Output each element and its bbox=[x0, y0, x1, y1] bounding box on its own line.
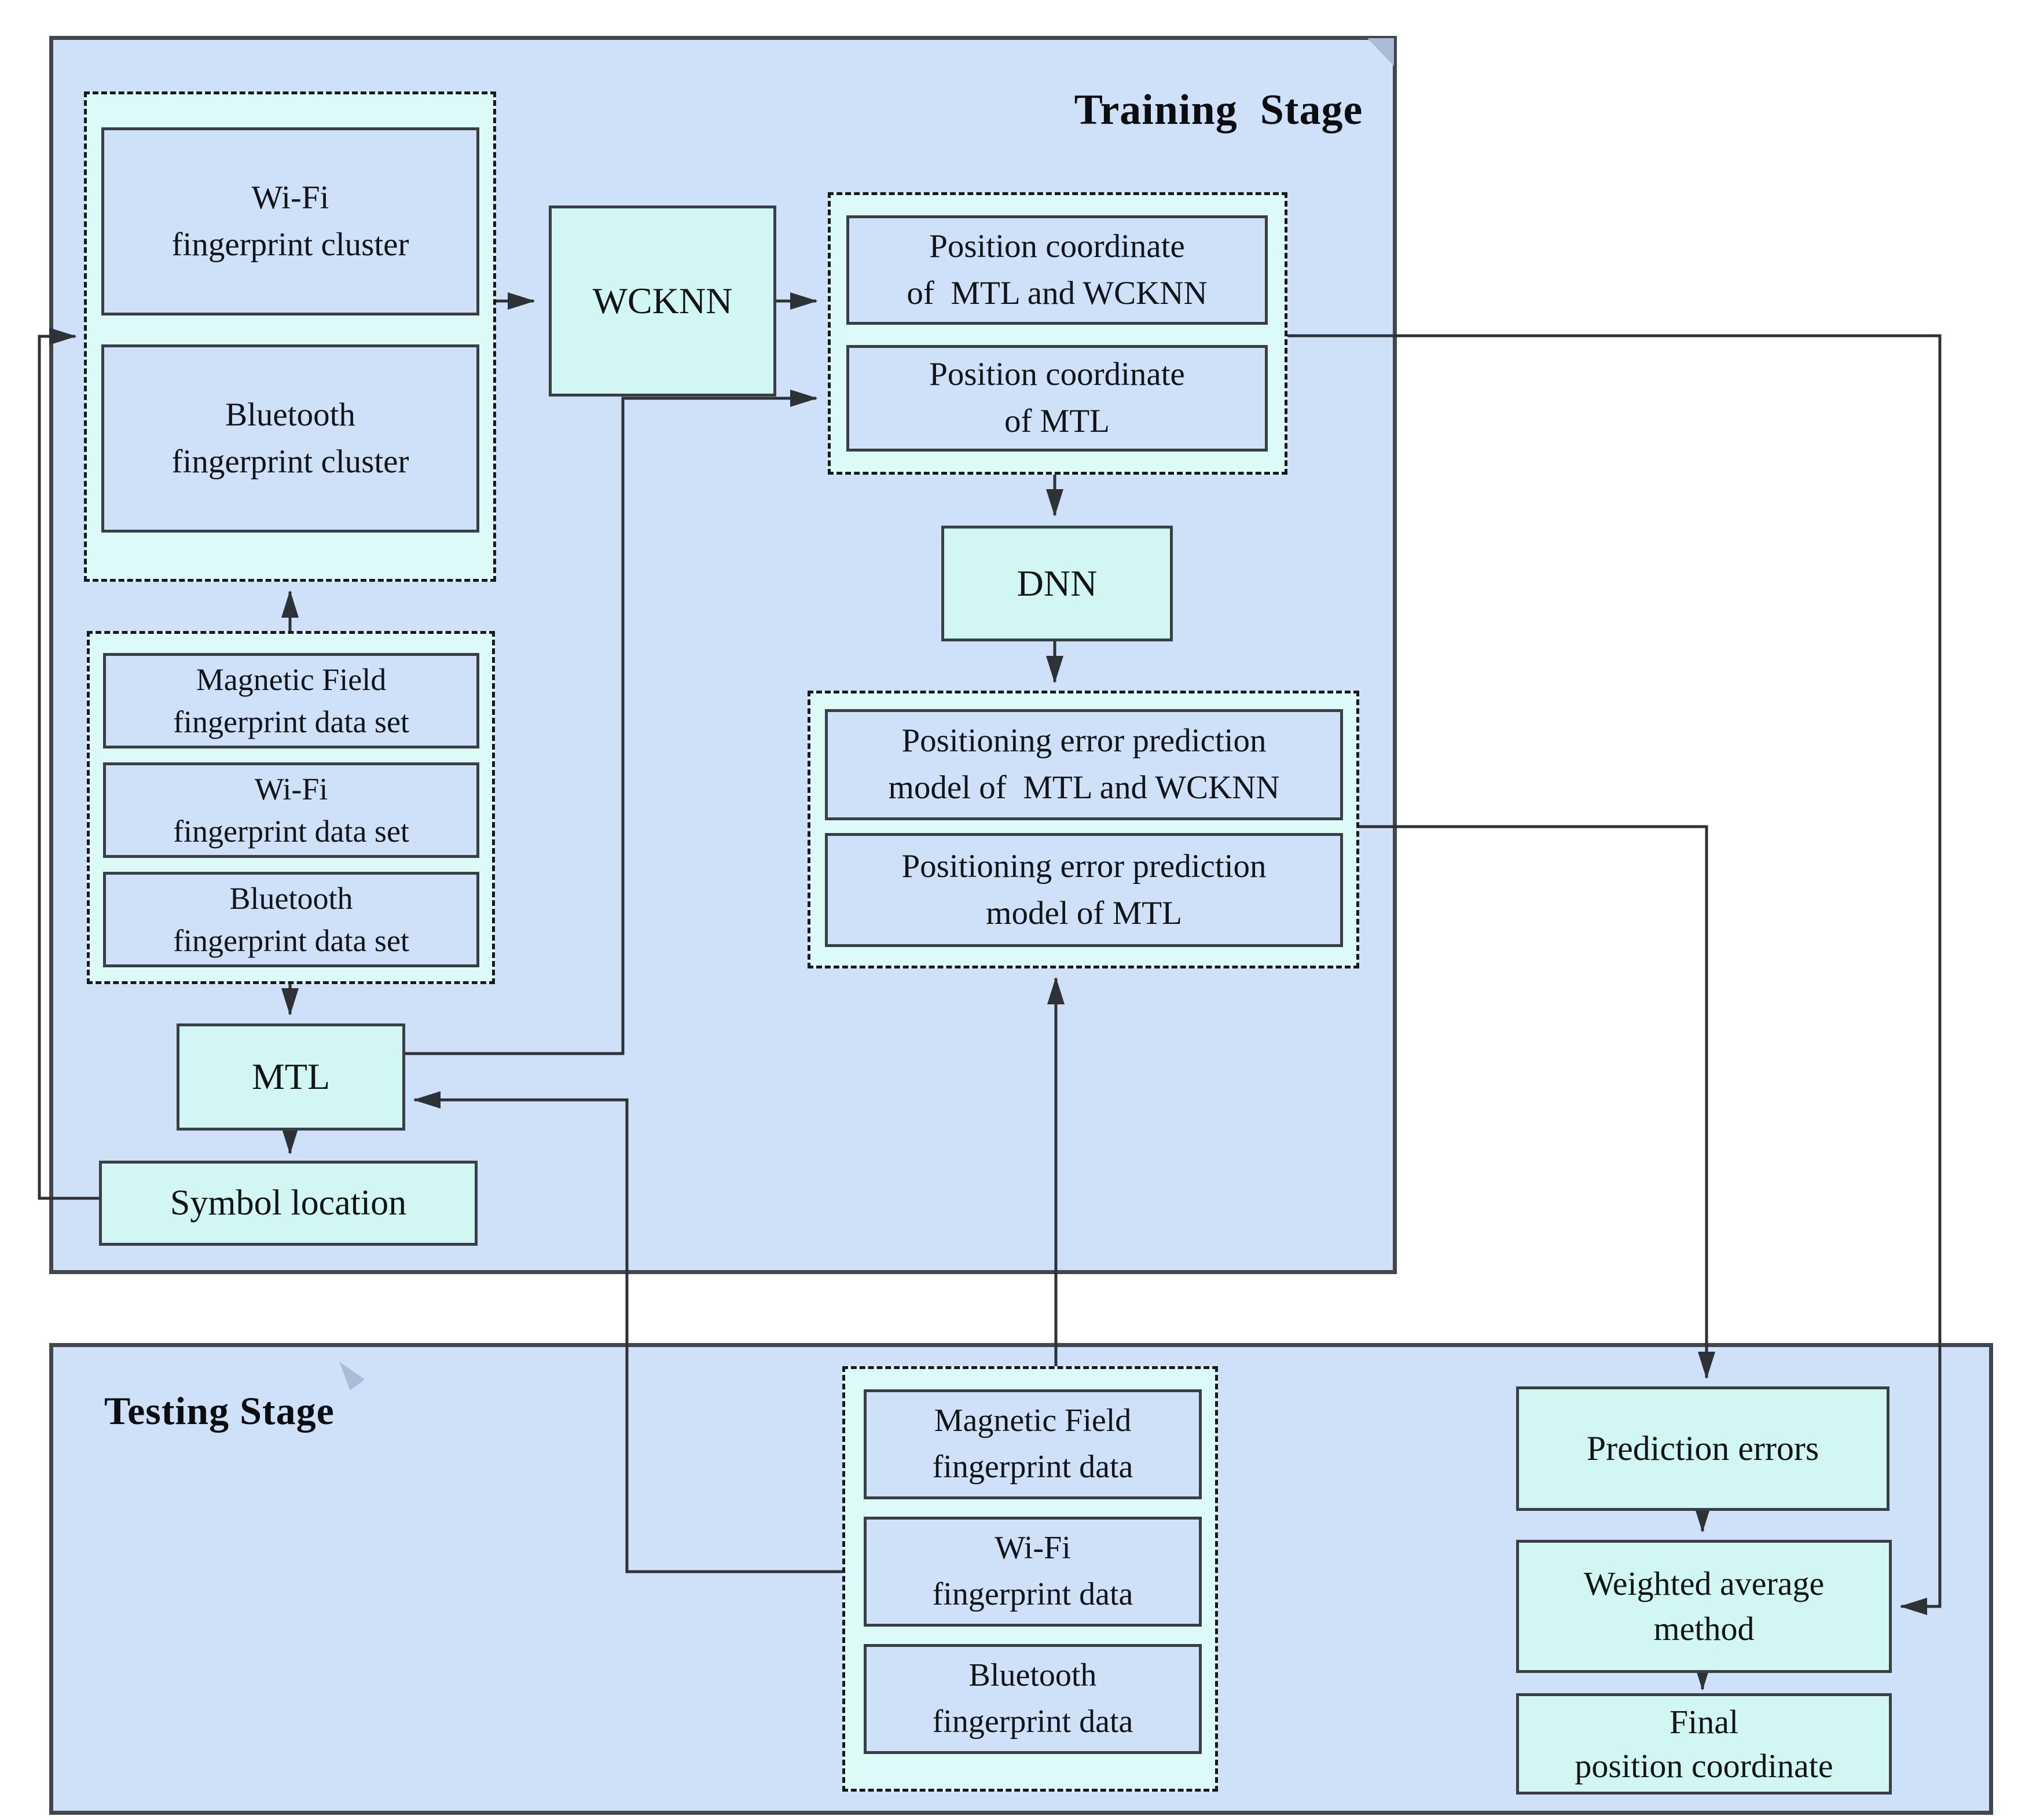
position-coordinate-mtl-wcknn-box: Position coordinate of MTL and WCKNN bbox=[846, 215, 1268, 325]
bluetooth-dataset-box: Bluetooth fingerprint data set bbox=[103, 872, 479, 967]
symbol-location-box: Symbol location bbox=[99, 1161, 478, 1246]
weighted-average-method-box: Weighted average method bbox=[1516, 1540, 1892, 1673]
error-model-mtl-box: Positioning error prediction model of MT… bbox=[825, 833, 1343, 947]
bluetooth-data-box: Bluetooth fingerprint data bbox=[864, 1644, 1202, 1754]
training-stage-title: Training Stage bbox=[1074, 86, 1363, 134]
wire-models-to-prediction-errors bbox=[1359, 825, 1715, 1379]
final-position-coordinate-box: Final position coordinate bbox=[1516, 1693, 1892, 1795]
wifi-fingerprint-cluster-box: Wi-Fi fingerprint cluster bbox=[101, 127, 479, 315]
prediction-errors-box: Prediction errors bbox=[1516, 1386, 1889, 1511]
magnetic-field-data-box: Magnetic Field fingerprint data bbox=[864, 1389, 1202, 1499]
bluetooth-fingerprint-cluster-box: Bluetooth fingerprint cluster bbox=[101, 344, 479, 533]
wifi-dataset-box: Wi-Fi fingerprint data set bbox=[103, 762, 479, 858]
dnn-box: DNN bbox=[941, 526, 1173, 641]
error-model-mtl-wcknn-box: Positioning error prediction model of MT… bbox=[825, 709, 1343, 820]
magnetic-field-dataset-box: Magnetic Field fingerprint data set bbox=[103, 653, 479, 748]
testing-stage-title: Testing Stage bbox=[104, 1389, 335, 1433]
mtl-box: MTL bbox=[177, 1023, 405, 1131]
position-coordinate-mtl-box: Position coordinate of MTL bbox=[846, 345, 1268, 452]
wifi-data-box: Wi-Fi fingerprint data bbox=[864, 1517, 1202, 1627]
wcknn-box: WCKNN bbox=[549, 206, 776, 397]
